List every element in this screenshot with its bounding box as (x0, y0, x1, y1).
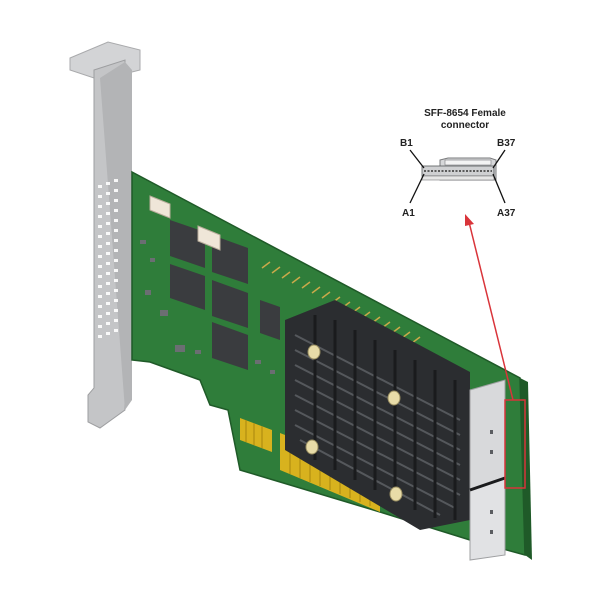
callout-highlight (465, 214, 526, 489)
sff-8654-connectors (469, 379, 506, 561)
callout-arrow (468, 221, 514, 401)
pin-label-b1: B1 (400, 138, 413, 149)
connector-pinout-diagram (409, 149, 506, 204)
connector-title-line1: SFF-8654 Female (424, 108, 506, 119)
arrow-head-icon (465, 214, 474, 226)
pin-label-b37: B37 (497, 138, 516, 149)
connector-callout-title: SFF-8654 Female connector (400, 108, 530, 132)
pin-label-a37: A37 (497, 208, 516, 219)
heatsink (285, 300, 470, 530)
connector-highlight-box (504, 399, 526, 489)
connector-title-line2: connector (440, 120, 490, 131)
mounting-bracket (69, 41, 141, 429)
pin-label-a1: A1 (402, 208, 415, 219)
